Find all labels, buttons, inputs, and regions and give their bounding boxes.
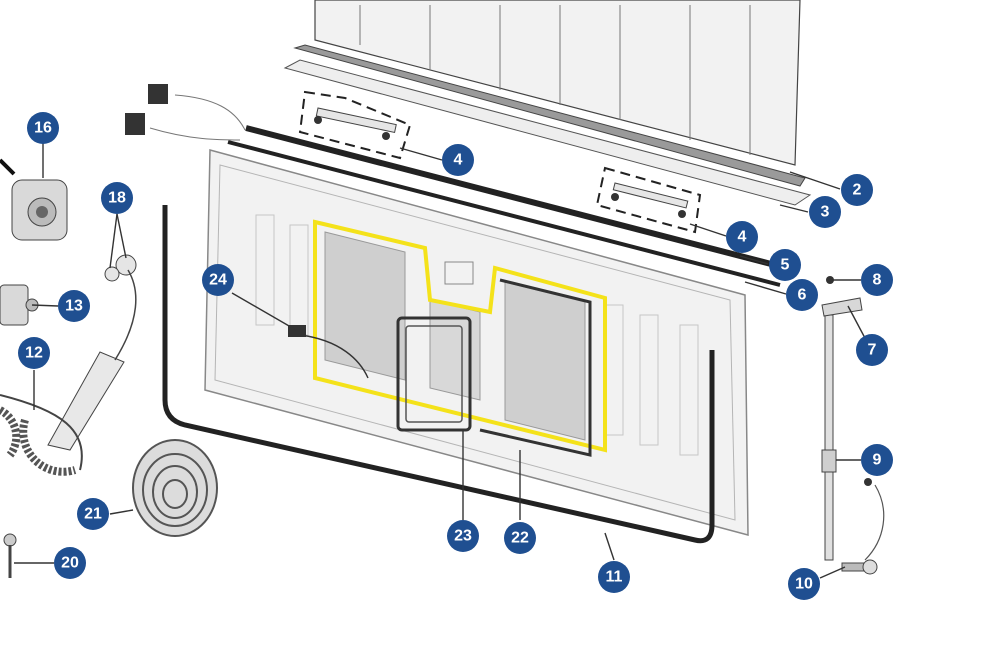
support-cable <box>821 297 885 561</box>
leader-lines <box>14 143 867 579</box>
callout-22: 22 <box>504 522 536 554</box>
svg-text:11: 11 <box>606 569 623 586</box>
svg-text:12: 12 <box>25 345 43 362</box>
seal-clips <box>125 84 246 141</box>
callout-12: 12 <box>18 337 50 369</box>
svg-text:7: 7 <box>868 342 877 359</box>
lock-cylinder <box>0 284 39 326</box>
svg-text:4: 4 <box>738 229 747 246</box>
svg-text:2: 2 <box>853 182 862 199</box>
callout-8: 8 <box>861 264 893 296</box>
callout-9: 9 <box>861 444 893 476</box>
seal-roll <box>132 439 218 537</box>
svg-text:16: 16 <box>34 120 52 137</box>
lock-actuator <box>104 254 137 282</box>
glass-channel-strip <box>283 44 812 206</box>
callout-5: 5 <box>769 249 801 281</box>
callout-24: 24 <box>202 264 234 296</box>
rivet-bolt <box>841 559 878 575</box>
callout-21: 21 <box>77 498 109 530</box>
svg-text:24: 24 <box>209 272 227 289</box>
svg-text:10: 10 <box>795 576 813 593</box>
callout-6: 6 <box>786 279 818 311</box>
callout-4-top: 4 <box>442 144 474 176</box>
bracket-right <box>595 166 702 234</box>
svg-text:3: 3 <box>821 204 830 221</box>
lock-mechanism <box>0 158 68 241</box>
window-seals <box>396 278 592 457</box>
svg-text:21: 21 <box>84 506 102 523</box>
svg-text:13: 13 <box>65 298 83 315</box>
svg-text:6: 6 <box>798 287 807 304</box>
svg-text:20: 20 <box>61 555 79 572</box>
svg-text:9: 9 <box>873 452 882 469</box>
svg-text:4: 4 <box>454 152 463 169</box>
callout-3: 3 <box>809 196 841 228</box>
callout-10: 10 <box>788 568 820 600</box>
callout-20: 20 <box>54 547 86 579</box>
glass-panel <box>314 0 801 166</box>
tailgate-body <box>204 149 749 536</box>
bracket-left <box>298 90 412 160</box>
callout-23: 23 <box>447 520 479 552</box>
svg-text:5: 5 <box>781 257 790 274</box>
callout-16: 16 <box>27 112 59 144</box>
callout-13: 13 <box>58 290 90 322</box>
svg-text:8: 8 <box>873 272 882 289</box>
svg-text:22: 22 <box>511 530 529 547</box>
screw <box>3 533 17 578</box>
top-seals <box>227 125 781 287</box>
perimeter-seal <box>162 205 715 544</box>
small-screw <box>826 276 834 284</box>
svg-text:18: 18 <box>108 190 126 207</box>
highlight-outline <box>313 219 607 453</box>
callout-18: 18 <box>101 182 133 214</box>
callout-4-right: 4 <box>726 221 758 253</box>
svg-text:23: 23 <box>454 528 472 545</box>
callout-2: 2 <box>841 174 873 206</box>
callout-11: 11 <box>598 561 630 593</box>
callout-7: 7 <box>856 334 888 366</box>
latch-rod-arm <box>0 269 137 476</box>
